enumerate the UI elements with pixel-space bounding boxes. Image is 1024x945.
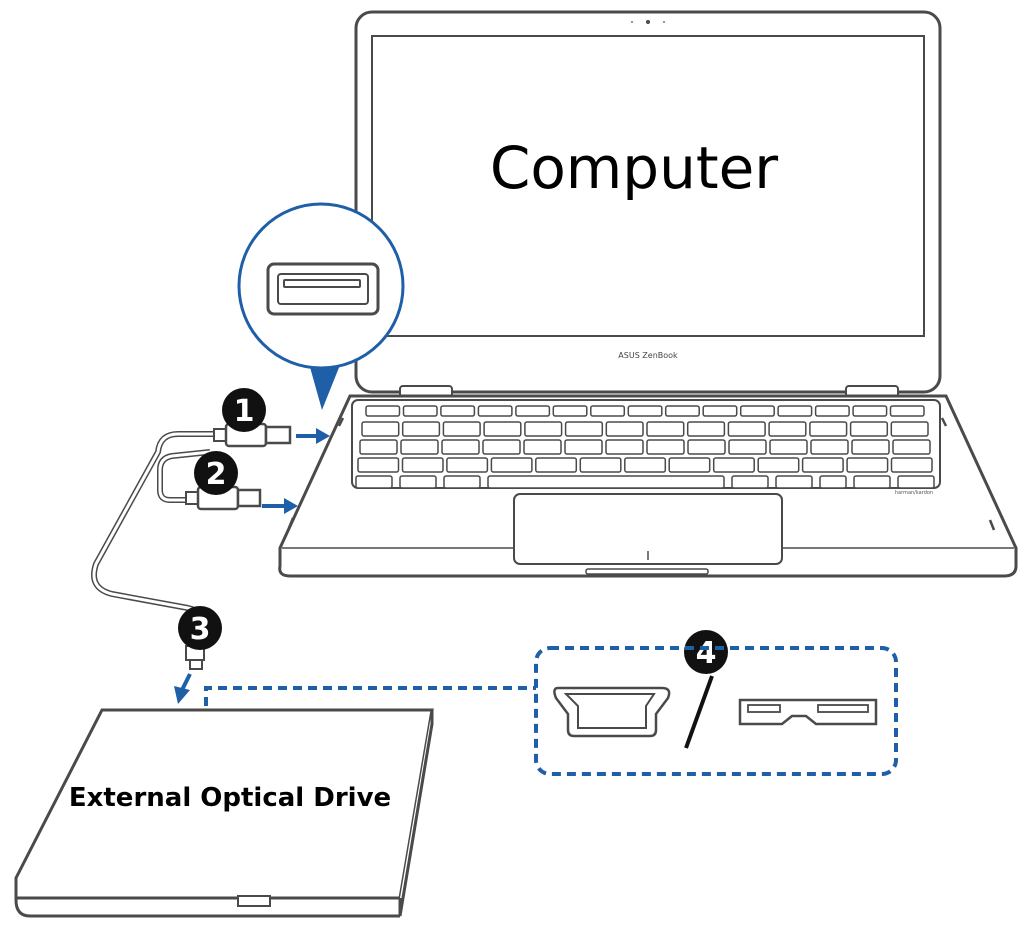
svg-text:4: 4 bbox=[696, 636, 717, 671]
keyboard-key bbox=[739, 405, 775, 417]
keyboard-key bbox=[477, 405, 513, 417]
keyboard-key bbox=[731, 475, 769, 489]
keyboard-key bbox=[399, 475, 437, 489]
keyboard-key bbox=[728, 439, 767, 455]
keyboard-key bbox=[890, 457, 933, 473]
port-zoom-callout bbox=[237, 202, 405, 410]
keyboard-key bbox=[777, 405, 813, 417]
keyboard-logo: harman/kardon bbox=[895, 490, 933, 496]
keyboard-key bbox=[819, 475, 847, 489]
keyboard-key bbox=[590, 405, 626, 417]
keyboard-key bbox=[361, 421, 400, 437]
usb-type-a-port-icon bbox=[266, 262, 380, 316]
step-badge-3: 3 bbox=[178, 606, 222, 650]
keyboard-key bbox=[814, 405, 850, 417]
svg-text:1: 1 bbox=[234, 394, 255, 429]
keyboard-key bbox=[646, 421, 685, 437]
separator-slash bbox=[684, 675, 714, 749]
arrow-plug-1 bbox=[296, 428, 330, 444]
keyboard-key bbox=[443, 475, 481, 489]
step-badge-1: 1 bbox=[222, 388, 266, 432]
keyboard-key bbox=[702, 405, 738, 417]
external-optical-drive: External Optical Drive bbox=[14, 708, 434, 918]
keyboard-key bbox=[524, 421, 563, 437]
keyboard-key bbox=[440, 405, 476, 417]
keyboard-key bbox=[892, 439, 931, 455]
step-badge-4: 4 bbox=[684, 630, 728, 674]
keyboard-key bbox=[552, 405, 588, 417]
keyboard-key bbox=[810, 439, 849, 455]
keyboard-key bbox=[365, 405, 401, 417]
computer-label: Computer bbox=[490, 134, 778, 202]
keyboard-key bbox=[712, 457, 755, 473]
drive-label: External Optical Drive bbox=[69, 783, 391, 813]
keyboard-key bbox=[564, 421, 604, 437]
keyboard-key bbox=[487, 475, 725, 489]
webcam-icon bbox=[646, 20, 650, 24]
keyboard-key bbox=[605, 439, 644, 455]
keyboard-key bbox=[490, 457, 533, 473]
svg-text:2: 2 bbox=[206, 457, 227, 492]
keyboard-key bbox=[627, 405, 663, 417]
keyboard-key bbox=[401, 421, 441, 437]
arrow-plug-3 bbox=[174, 673, 192, 704]
keyboard-key bbox=[775, 475, 813, 489]
keyboard-keys bbox=[355, 405, 935, 489]
keyboard-key bbox=[357, 457, 400, 473]
keyboard-key bbox=[535, 457, 578, 473]
svg-text:3: 3 bbox=[190, 612, 211, 647]
keyboard-key bbox=[624, 457, 667, 473]
keyboard-key bbox=[801, 457, 844, 473]
keyboard-key bbox=[851, 439, 890, 455]
keyboard-key bbox=[890, 421, 929, 437]
laptop-lid: Computer ASUS ZenBook bbox=[354, 10, 942, 399]
keyboard-key bbox=[446, 457, 489, 473]
eject-button bbox=[237, 895, 271, 907]
keyboard-key bbox=[809, 421, 848, 437]
keyboard-key bbox=[646, 439, 685, 455]
keyboard-key bbox=[359, 439, 398, 455]
keyboard-key bbox=[482, 439, 521, 455]
keyboard-key bbox=[849, 421, 889, 437]
keyboard-key bbox=[605, 421, 644, 437]
keyboard-key bbox=[757, 457, 800, 473]
keyboard-key bbox=[402, 405, 438, 417]
keyboard-key bbox=[727, 421, 766, 437]
keyboard-key bbox=[664, 405, 700, 417]
keyboard-key bbox=[668, 457, 711, 473]
micro-usb-icon bbox=[553, 686, 671, 738]
port-types-callout bbox=[204, 646, 898, 776]
keyboard-key bbox=[686, 421, 726, 437]
keyboard-key bbox=[355, 475, 393, 489]
keyboard-key bbox=[401, 457, 444, 473]
touchpad bbox=[513, 493, 783, 565]
laptop-base: harman/kardon bbox=[278, 394, 1018, 578]
keyboard-key bbox=[400, 439, 439, 455]
keyboard-key bbox=[889, 405, 925, 417]
keyboard-key bbox=[687, 439, 726, 455]
keyboard-key bbox=[853, 475, 891, 489]
micro-usb-3-icon bbox=[738, 698, 878, 726]
keyboard-key bbox=[579, 457, 622, 473]
keyboard-key bbox=[852, 405, 888, 417]
arrows bbox=[174, 428, 330, 704]
step-badge-2: 2 bbox=[194, 451, 238, 495]
keyboard-key bbox=[441, 439, 480, 455]
keyboard-key bbox=[483, 421, 522, 437]
keyboard-key bbox=[564, 439, 603, 455]
brand-label: ASUS ZenBook bbox=[618, 351, 678, 360]
keyboard-key bbox=[846, 457, 889, 473]
keyboard-key bbox=[515, 405, 551, 417]
keyboard-key bbox=[523, 439, 562, 455]
keyboard-key bbox=[897, 475, 935, 489]
keyboard-key bbox=[768, 421, 807, 437]
keyboard-key bbox=[769, 439, 808, 455]
arrow-plug-2 bbox=[262, 498, 298, 514]
keyboard-key bbox=[442, 421, 481, 437]
